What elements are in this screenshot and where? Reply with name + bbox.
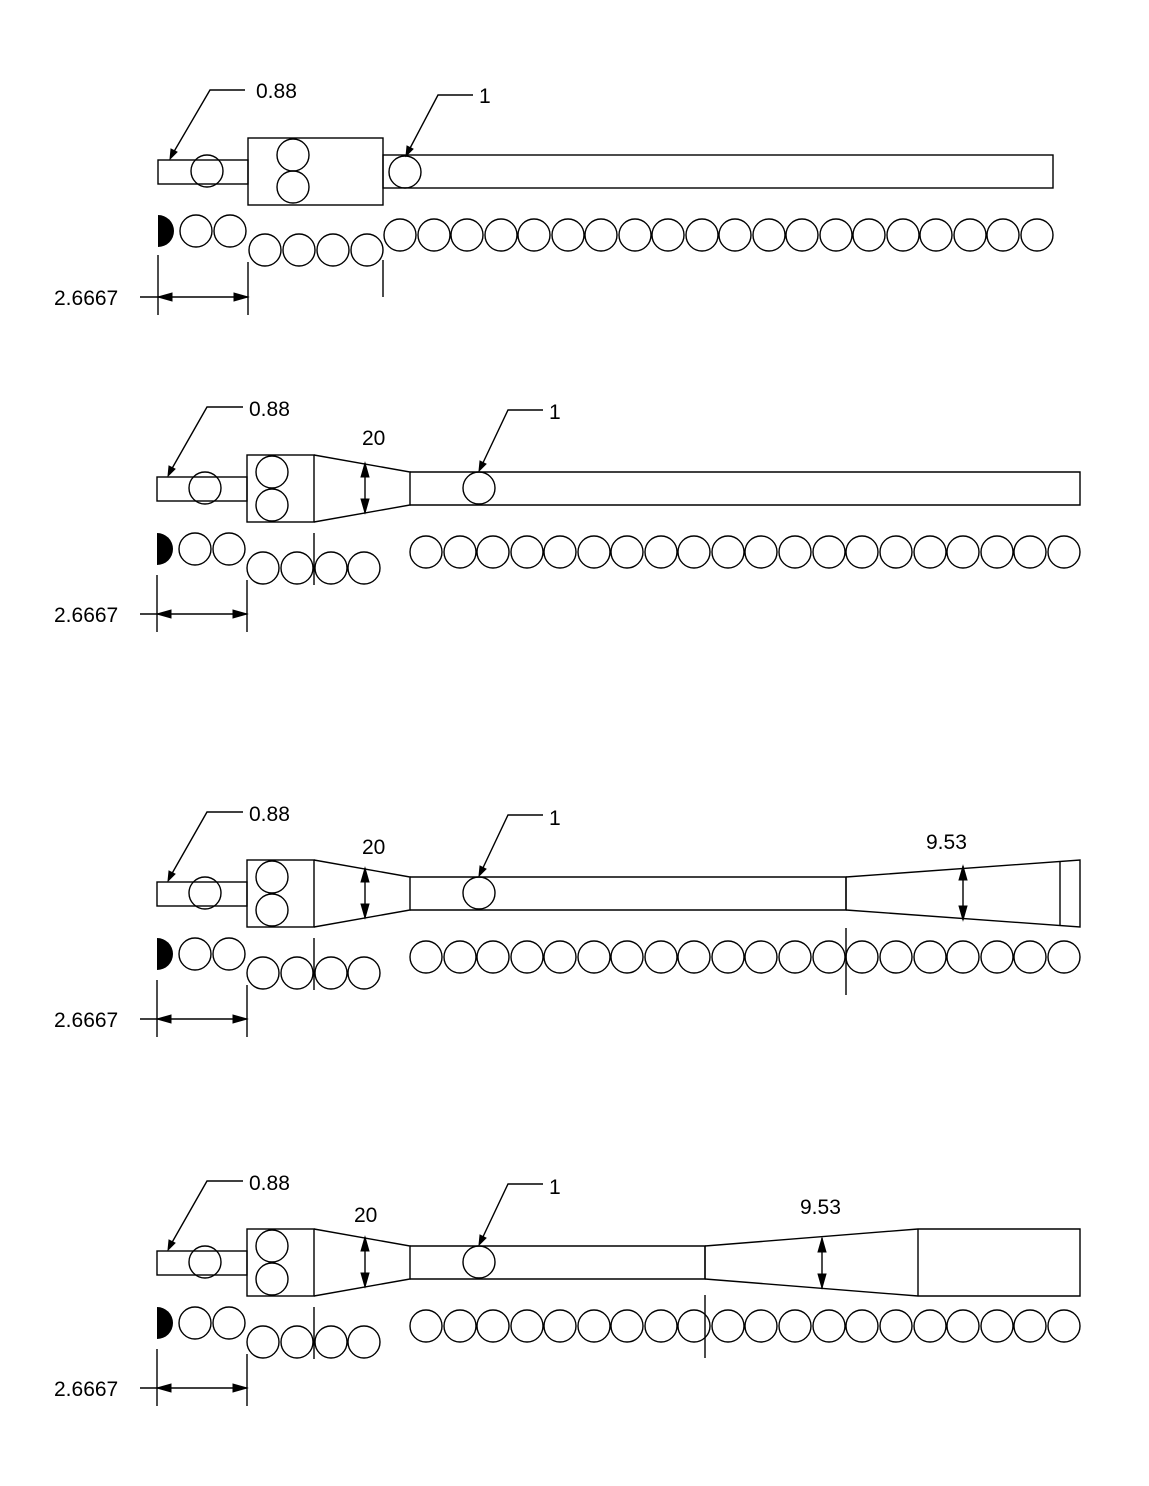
leader-small: 0.88 xyxy=(167,1172,290,1252)
leader-small-label: 0.88 xyxy=(249,398,290,421)
leader-large-label: 1 xyxy=(549,1176,561,1199)
leader-small-label: 0.88 xyxy=(249,1172,290,1195)
dimension-length-label: 2.6667 xyxy=(54,1009,118,1032)
leader-large: 1 xyxy=(405,85,491,158)
angle-dimension-first: 20 xyxy=(354,1204,377,1289)
leader-small: 0.88 xyxy=(167,398,290,478)
leader-large: 1 xyxy=(478,807,561,878)
diagram-2: 0.88 1 20 2.6667 xyxy=(54,398,1081,632)
leader-large-label: 1 xyxy=(479,85,491,108)
leader-small-label: 0.88 xyxy=(256,80,297,103)
particle-row xyxy=(157,1295,1081,1359)
channel-outline xyxy=(156,454,1081,523)
particle-row xyxy=(157,532,1081,585)
diagram-4: 0.88 1 20 9.53 2.6667 xyxy=(54,1172,1081,1406)
angle-dimension-first: 20 xyxy=(360,427,385,515)
angle-second-label: 9.53 xyxy=(800,1196,841,1219)
leader-large: 1 xyxy=(478,401,561,473)
dimension-length: 2.6667 xyxy=(54,980,249,1037)
particles-inside xyxy=(188,1229,496,1296)
particle-row xyxy=(158,214,1054,267)
angle-dimension-first: 20 xyxy=(360,836,385,920)
channel-outline xyxy=(157,137,1054,206)
channel-outline xyxy=(156,859,1081,928)
channel-outline xyxy=(156,1228,1081,1297)
leader-large: 1 xyxy=(478,1176,561,1247)
dimension-length-label: 2.6667 xyxy=(54,604,118,627)
leader-small: 0.88 xyxy=(167,803,290,883)
particles-inside xyxy=(190,138,422,204)
diagram-1: 0.88 1 2.6667 xyxy=(54,80,1054,315)
angle-second-label: 9.53 xyxy=(926,831,967,854)
particles-inside xyxy=(188,860,496,927)
leader-small-label: 0.88 xyxy=(249,803,290,826)
leader-large-label: 1 xyxy=(549,807,561,830)
angle-dimension-second: 9.53 xyxy=(926,831,968,922)
dimension-length-label: 2.6667 xyxy=(54,287,118,310)
particle-row xyxy=(157,928,1081,995)
dimension-length: 2.6667 xyxy=(54,575,249,632)
angle-first-label: 20 xyxy=(362,427,385,450)
angle-dimension-second: 9.53 xyxy=(800,1196,841,1290)
angle-first-label: 20 xyxy=(362,836,385,859)
angle-first-label: 20 xyxy=(354,1204,377,1227)
leader-large-label: 1 xyxy=(549,401,561,424)
dimension-length-label: 2.6667 xyxy=(54,1378,118,1401)
diagram-3: 0.88 1 20 9.53 2.6667 xyxy=(54,803,1081,1037)
leader-small: 0.88 xyxy=(169,80,297,161)
dimension-length: 2.6667 xyxy=(54,1349,249,1406)
dimension-length: 2.6667 xyxy=(54,255,384,315)
particles-inside xyxy=(188,455,496,522)
